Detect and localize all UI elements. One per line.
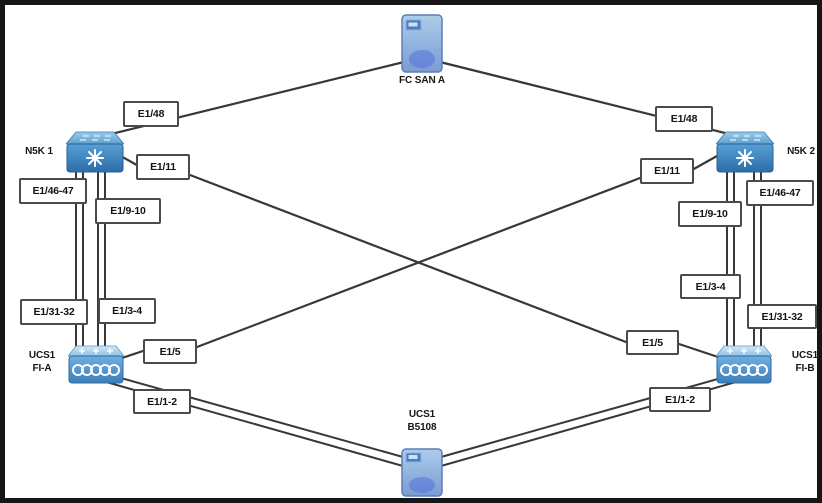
- port-label-n5k2-e48: E1/48: [655, 106, 713, 132]
- port-label-fib-e3-4: E1/3-4: [680, 274, 741, 299]
- fi-a-fabric-interconnect-icon: [67, 344, 125, 384]
- b5108-label-line2: B5108: [407, 421, 437, 433]
- port-label-fib-e1-2: E1/1-2: [649, 387, 711, 412]
- link-fia-b5108-1: [102, 372, 404, 458]
- b5108-label-line1: UCS1: [408, 409, 436, 420]
- port-label-fia-e1-2: E1/1-2: [133, 389, 191, 414]
- b5108-chassis-icon: [401, 448, 443, 497]
- port-label-fia-e3-4: E1/3-4: [98, 298, 156, 324]
- port-label-n5k2-e46-47: E1/46-47: [746, 180, 814, 206]
- port-label-n5k1-e46-47: E1/46-47: [19, 178, 87, 204]
- link-n5k1-fib-diagonal: [188, 173, 628, 344]
- fi-b-label-line2: FI-B: [795, 362, 815, 374]
- fi-a-label-line1: UCS1: [28, 350, 56, 361]
- n5k2-label: N5K 2: [787, 146, 815, 157]
- n5k1-nexus-switch-icon: [65, 131, 125, 173]
- port-label-fib-e31-32: E1/31-32: [747, 304, 817, 329]
- port-label-n5k2-e9-10: E1/9-10: [678, 201, 742, 227]
- port-label-fia-e31-32: E1/31-32: [20, 299, 88, 325]
- fi-b-label-line1: UCS1: [791, 350, 819, 361]
- port-label-n5k1-e9-10: E1/9-10: [95, 198, 161, 224]
- link-fia-e5-stub: [120, 349, 145, 360]
- port-label-fib-e5: E1/5: [626, 330, 679, 355]
- link-n5k2-fia-diagonal: [195, 176, 642, 349]
- n5k1-label: N5K 1: [25, 146, 53, 157]
- port-label-n5k1-e48: E1/48: [123, 101, 179, 127]
- n5k2-nexus-switch-icon: [715, 131, 775, 173]
- link-fib-e5-stub: [677, 342, 720, 359]
- fc-san-a-label: FC SAN A: [398, 75, 446, 86]
- port-label-fia-e5: E1/5: [143, 339, 197, 364]
- fi-a-label-line2: FI-A: [32, 362, 52, 374]
- link-fib-b5108-1: [440, 372, 740, 458]
- port-label-n5k1-e11: E1/11: [136, 154, 190, 180]
- port-label-n5k2-e11: E1/11: [640, 158, 694, 184]
- fi-b-fabric-interconnect-icon: [715, 344, 773, 384]
- fc-san-a-server-icon: [401, 14, 443, 73]
- link-n5k2-e11-stub: [690, 154, 719, 172]
